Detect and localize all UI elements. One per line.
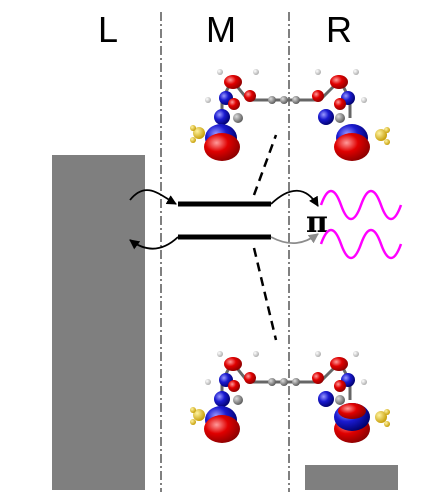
left-electrode [52, 155, 145, 490]
arrow-lower-to-right [270, 233, 319, 244]
connector-lower [252, 247, 278, 341]
pi-label: π [306, 205, 328, 240]
arrow-lower-to-left [129, 236, 179, 250]
region-label-left: L [98, 9, 119, 50]
wave-upper [319, 189, 403, 221]
molecule-orbital-lower [188, 349, 392, 445]
right-electrode [305, 465, 398, 490]
region-label-right: R [326, 9, 352, 50]
arrow-upper-to-right [270, 189, 319, 207]
arrow-left-into-upper [129, 189, 177, 205]
region-label-middle: M [206, 9, 236, 50]
connector-upper [252, 134, 278, 196]
molecule-orbital-upper [188, 67, 392, 163]
wave-lower [319, 228, 403, 260]
